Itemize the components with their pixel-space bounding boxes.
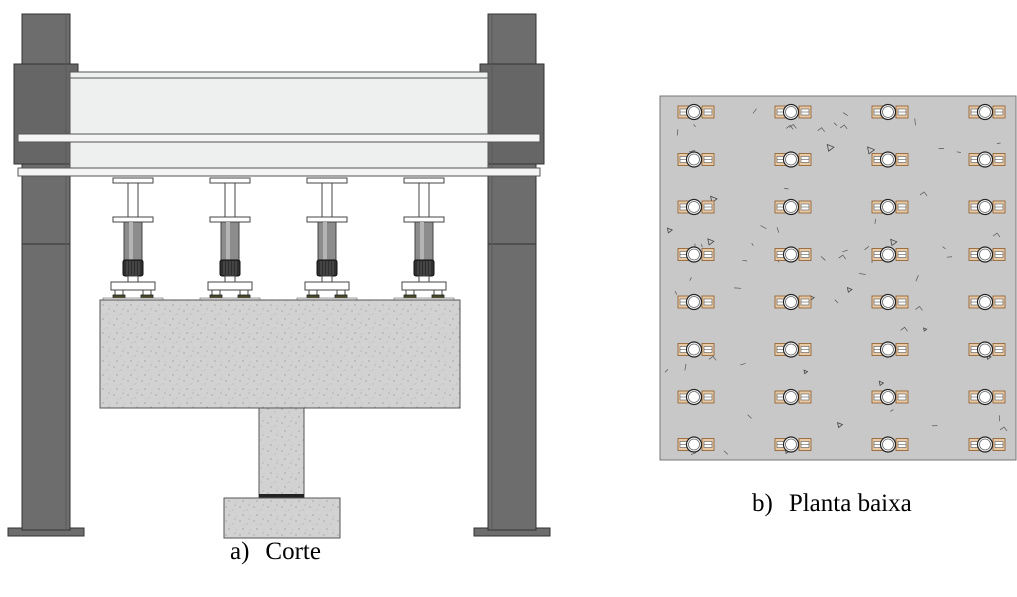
anchor-point <box>774 198 812 216</box>
anchor-point <box>677 246 715 263</box>
actuator-2 <box>199 177 261 301</box>
slab-plan <box>659 95 1017 461</box>
anchor-point <box>871 103 909 121</box>
actuator-3 <box>296 177 358 301</box>
anchor-point <box>677 341 715 358</box>
anchor-point <box>968 246 1006 263</box>
anchor-point <box>677 388 715 406</box>
actuator-1 <box>102 177 164 301</box>
caption-plan-tag: b) <box>752 490 773 517</box>
actuator-group <box>102 177 455 301</box>
anchor-point <box>774 103 812 121</box>
footing <box>223 497 341 539</box>
anchor-point <box>968 103 1006 121</box>
left-reaction-column <box>7 13 85 537</box>
anchor-point <box>774 246 812 263</box>
anchor-point <box>774 436 812 453</box>
caption-plan: b) Planta baixa <box>752 490 912 518</box>
anchor-point <box>871 151 909 168</box>
column-stub <box>258 407 305 499</box>
anchor-point <box>677 151 715 168</box>
anchor-point <box>871 198 909 216</box>
anchor-point <box>968 151 1006 168</box>
anchor-point <box>774 341 812 358</box>
anchor-point <box>774 293 812 311</box>
plan-view <box>659 95 1017 461</box>
anchor-point <box>871 293 909 311</box>
caption-section: a) Corte <box>230 538 321 566</box>
anchor-point <box>968 388 1006 406</box>
caption-plan-text: Planta baixa <box>788 490 912 517</box>
anchor-point <box>677 103 715 121</box>
anchor-point <box>968 436 1006 453</box>
section-view <box>7 13 551 539</box>
actuator-4 <box>393 177 455 301</box>
right-reaction-column <box>473 13 551 537</box>
anchor-point <box>871 388 909 406</box>
anchor-point <box>968 198 1006 216</box>
anchor-point <box>677 436 715 453</box>
anchor-point <box>871 341 909 358</box>
caption-section-tag: a) <box>230 538 250 565</box>
column-base-plate <box>259 494 304 498</box>
caption-section-text: Corte <box>265 538 321 565</box>
anchor-point <box>968 293 1006 311</box>
anchor-point <box>871 436 909 453</box>
anchor-point <box>871 246 909 263</box>
anchor-grid <box>677 103 1006 453</box>
anchor-point <box>774 388 812 406</box>
anchor-point <box>677 293 715 311</box>
anchor-point <box>774 151 812 168</box>
anchor-point <box>677 198 715 216</box>
concrete-slab <box>99 299 461 409</box>
reaction-beam <box>17 71 541 177</box>
anchor-point <box>968 341 1006 358</box>
